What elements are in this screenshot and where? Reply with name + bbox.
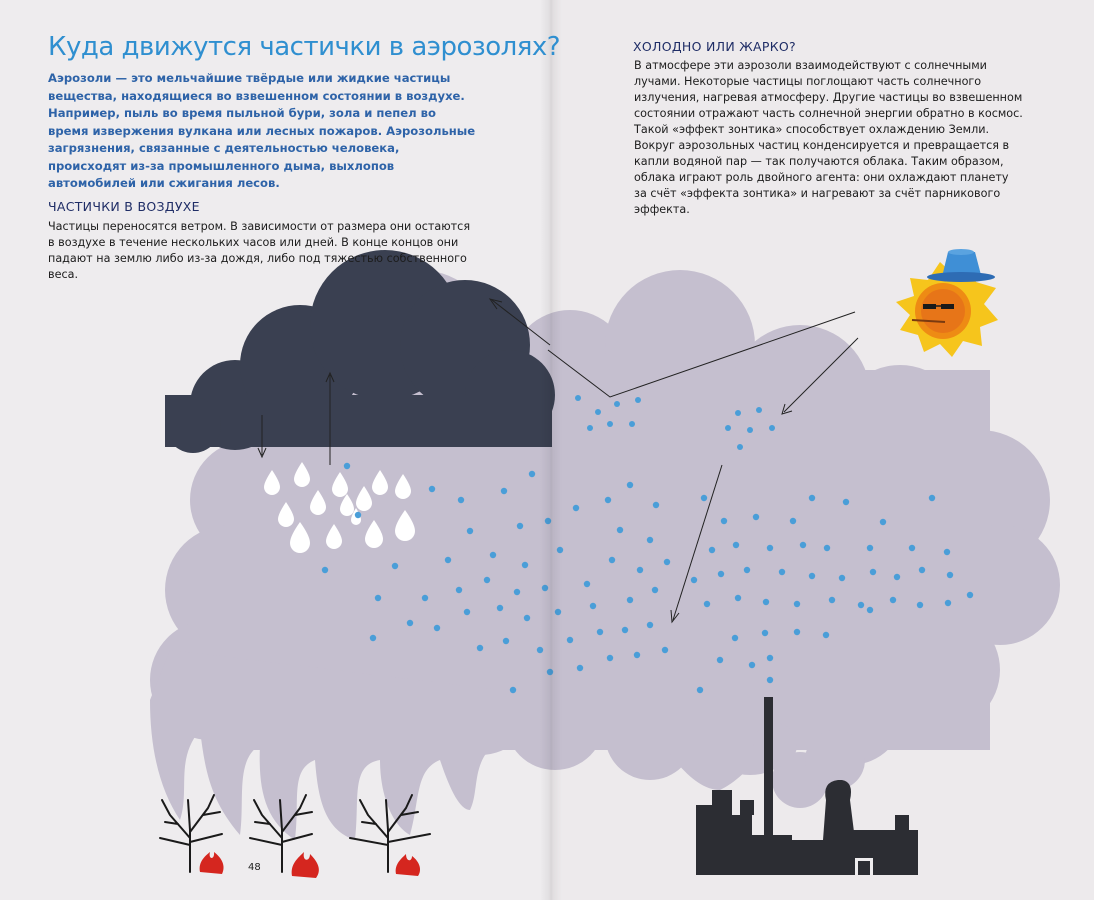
section-heading-cold-or-hot: ХОЛОДНО ИЛИ ЖАРКО? <box>633 39 796 54</box>
book-gutter <box>540 0 562 900</box>
section-text-cold-or-hot: В атмосфере эти аэрозоли взаимодействуют… <box>634 59 1023 216</box>
page-title: Куда движутся частички в аэрозолях? <box>48 32 561 62</box>
section-heading-particles: ЧАСТИЧКИ В ВОЗДУХЕ <box>48 199 200 214</box>
raindrops <box>264 462 415 553</box>
burning-tree-icon <box>159 794 431 873</box>
rain-cloud-icon <box>165 250 555 453</box>
page-number: 48 <box>248 862 261 873</box>
section-text-particles: Частицы переносятся ветром. В зависимост… <box>48 220 471 281</box>
factory-icon <box>696 697 918 875</box>
arrows <box>257 298 859 624</box>
intro-paragraph: Аэрозоли — это мельчайшие твёрдые или жи… <box>48 71 476 190</box>
sun-with-hat-icon <box>896 249 998 357</box>
aerosol-particles <box>321 395 974 694</box>
smoke-cloud-icon <box>150 270 1060 840</box>
fire-flames <box>199 852 420 878</box>
